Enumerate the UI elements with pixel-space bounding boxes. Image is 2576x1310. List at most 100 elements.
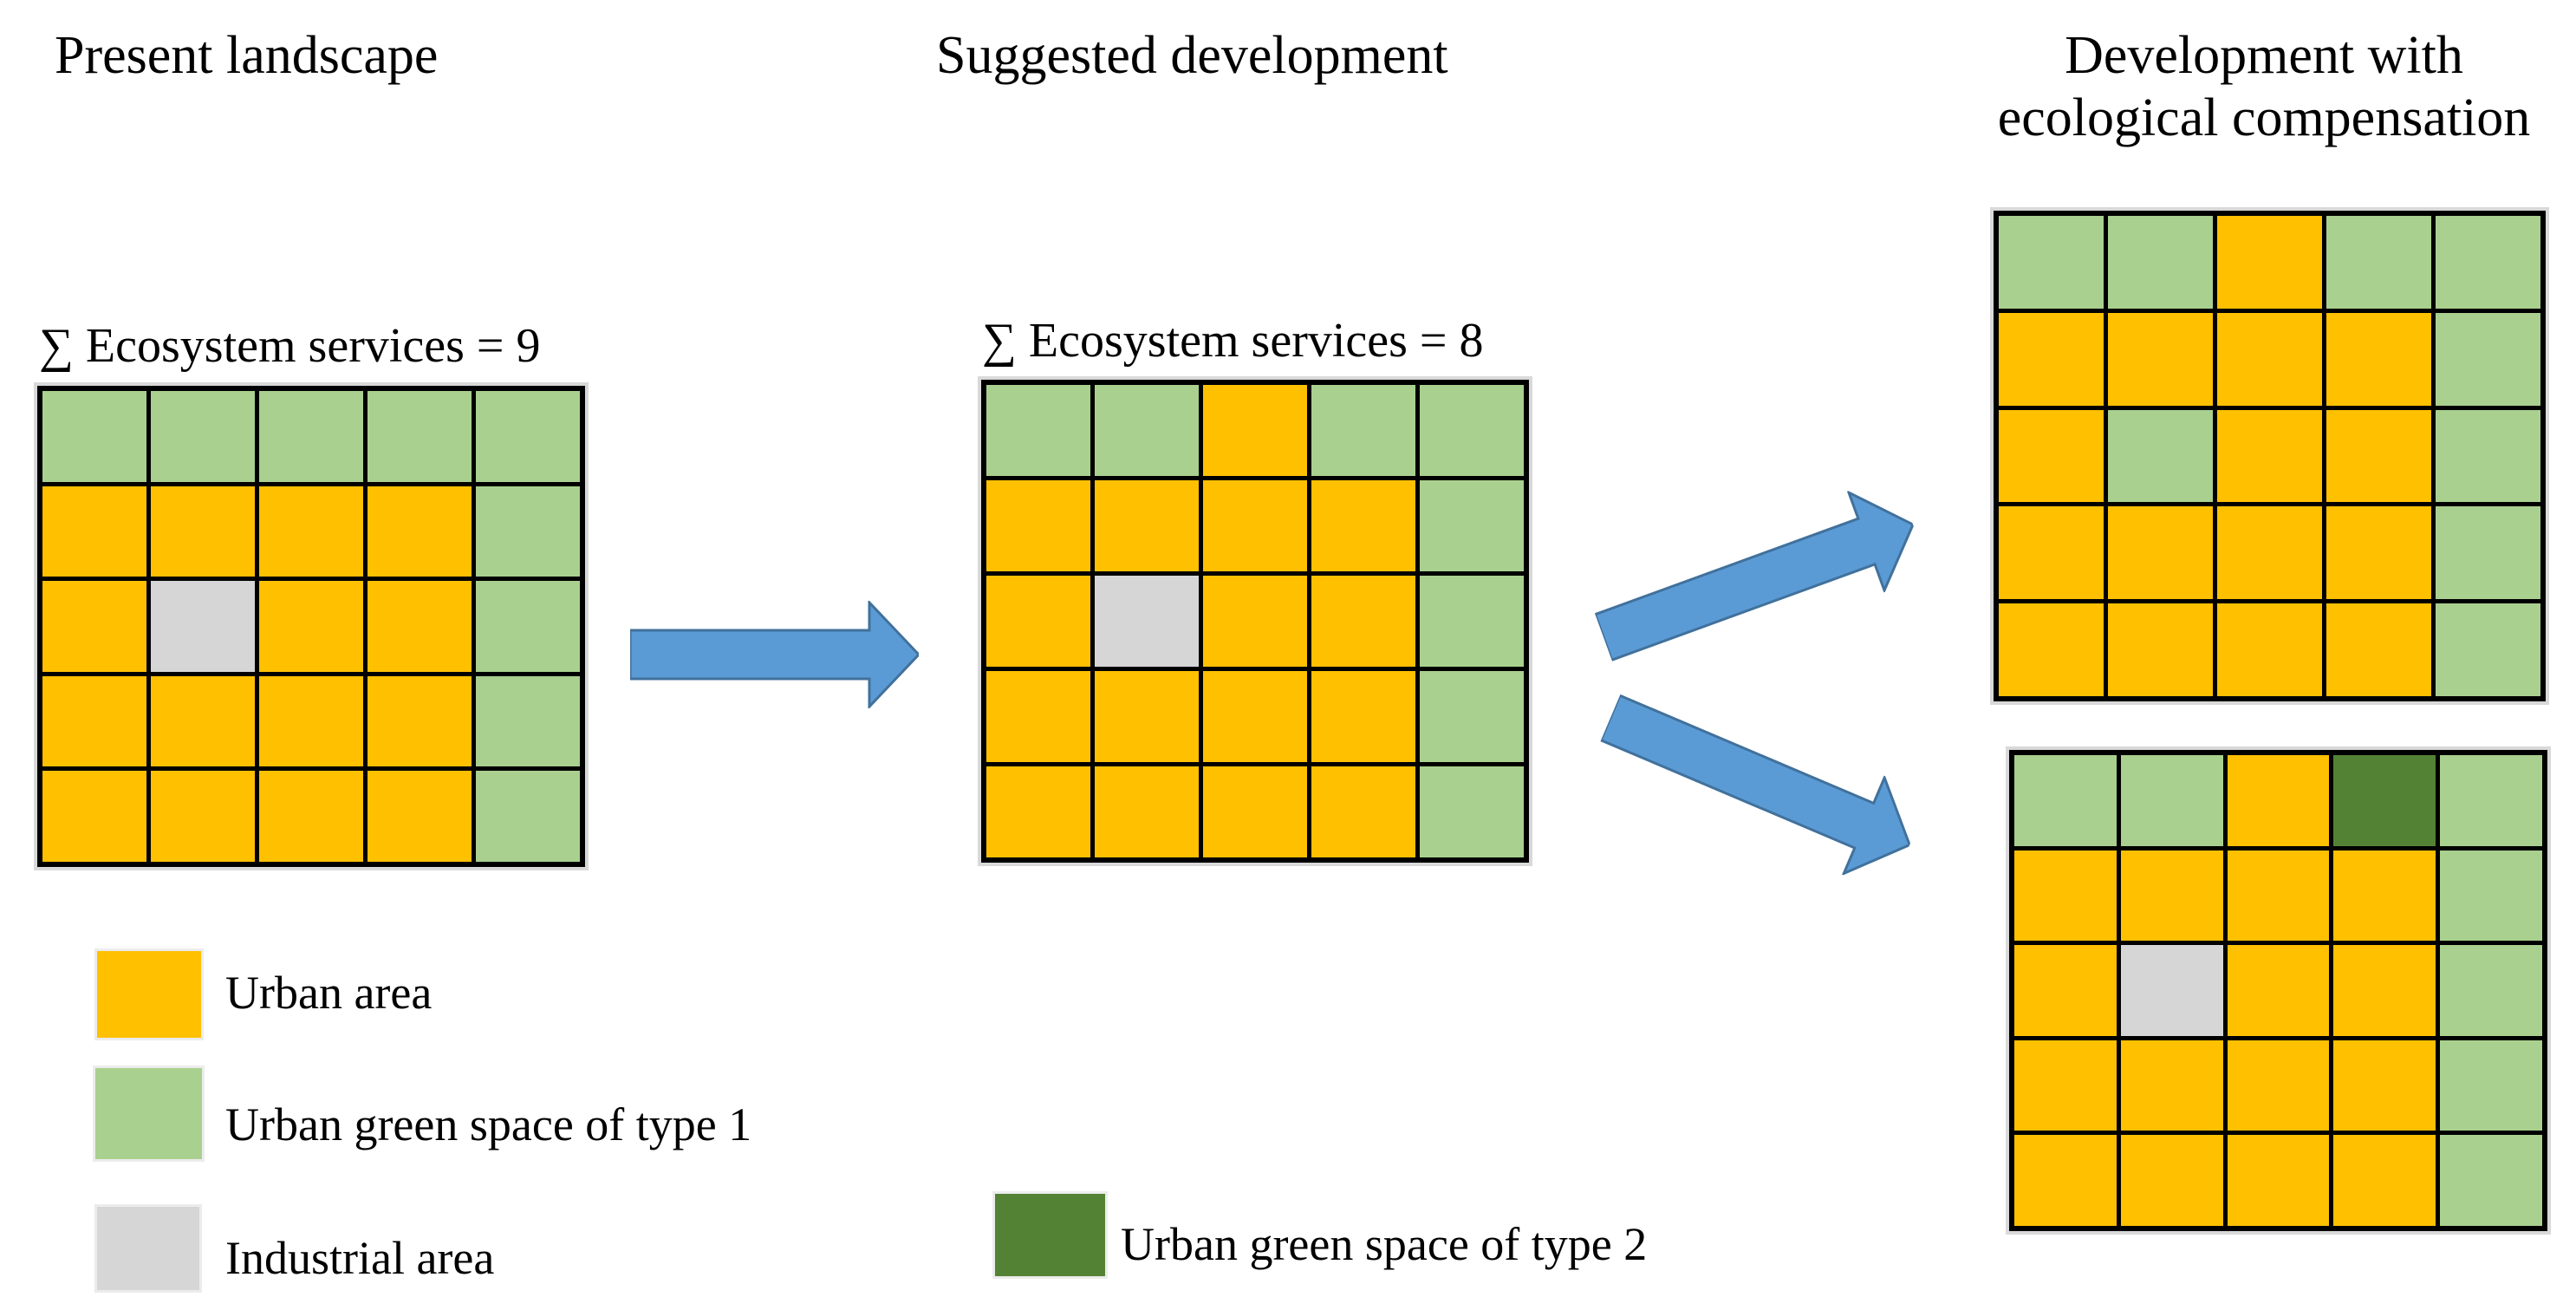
grid-cell-urban	[1203, 671, 1307, 762]
grid-cell-green1	[2120, 755, 2223, 846]
grid-cell-urban	[2120, 1135, 2223, 1226]
legend-label-industrial-area: Industrial area	[225, 1232, 495, 1284]
grid-cell-urban	[2333, 945, 2436, 1036]
title-suggested-development: Suggested development	[936, 26, 1448, 85]
legend-swatch-urban-green-type2	[995, 1194, 1105, 1276]
title-present-landscape: Present landscape	[55, 26, 439, 85]
grid-compensation-option-1	[1994, 211, 2546, 701]
legend-swatch-urban-area	[97, 951, 201, 1038]
grid-cell-urban	[1311, 671, 1415, 762]
grid-cell-industrial	[151, 581, 255, 672]
grid-cell-urban	[2333, 850, 2436, 942]
grid-cell-urban	[1203, 766, 1307, 857]
grid-cell-urban	[2326, 603, 2431, 696]
grid-cell-green1	[1420, 576, 1524, 667]
grid-cell-urban	[1095, 480, 1199, 571]
grid-cell-industrial	[1095, 576, 1199, 667]
grid-cell-urban	[259, 675, 363, 767]
grid-cell-urban	[2120, 850, 2223, 942]
grid-cell-green1	[2436, 506, 2540, 600]
grid-cell-urban	[368, 771, 472, 862]
grid-cell-green1	[151, 391, 255, 482]
grid-cell-green1	[2108, 409, 2213, 503]
grid-cell-urban	[986, 671, 1090, 762]
grid-cell-urban	[2333, 1135, 2436, 1226]
grid-cell-green1	[42, 391, 146, 482]
legend-swatch-industrial-area	[97, 1207, 199, 1290]
grid-cell-green1	[1311, 385, 1415, 476]
legend-label-urban-green-type2: Urban green space of type 2	[1121, 1218, 1648, 1270]
grid-cell-urban	[2217, 409, 2322, 503]
grid-cell-urban	[2217, 603, 2322, 696]
grid-cell-urban	[2108, 312, 2213, 406]
grid-cell-urban	[1095, 671, 1199, 762]
legend-label-urban-area: Urban area	[225, 967, 433, 1019]
grid-cell-urban	[2227, 850, 2330, 942]
grid-cell-green1	[1420, 385, 1524, 476]
grid-cell-urban	[2217, 506, 2322, 600]
grid-cell-urban	[2227, 1135, 2330, 1226]
grid-cell-urban	[1999, 506, 2104, 600]
grid-cell-urban	[2217, 312, 2322, 406]
grid-cell-green1	[2440, 1135, 2542, 1226]
grid-cell-urban	[1999, 603, 2104, 696]
grid-cell-green1	[1420, 766, 1524, 857]
arrow-shape	[1593, 490, 1916, 662]
grid-cell-urban	[2227, 1040, 2330, 1131]
grid-cell-urban	[2014, 1135, 2117, 1226]
grid-compensation-option-2	[2009, 750, 2547, 1231]
grid-cell-green1	[476, 771, 580, 862]
grid-cell-urban	[42, 581, 146, 672]
grid-cell-green1	[2326, 216, 2431, 309]
ecosystem-services-label-present: ∑ Ecosystem services = 9	[39, 319, 541, 373]
legend-swatch-urban-green-type1	[95, 1068, 202, 1159]
grid-cell-urban	[151, 771, 255, 862]
grid-cell-urban	[1311, 576, 1415, 667]
grid-cell-urban	[1311, 480, 1415, 571]
grid-cell-green1	[1999, 216, 2104, 309]
grid-cell-green1	[476, 675, 580, 767]
title-development-compensation-line1: Development with	[2065, 26, 2463, 85]
grid-cell-urban	[368, 581, 472, 672]
grid-cell-green1	[2108, 216, 2213, 309]
grid-cell-green1	[2436, 216, 2540, 309]
grid-cell-urban	[2014, 945, 2117, 1036]
grid-cell-green1	[368, 391, 472, 482]
grid-cell-urban	[1203, 576, 1307, 667]
grid-cell-green1	[986, 385, 1090, 476]
grid-cell-green1	[2436, 603, 2540, 696]
grid-cell-green1	[1095, 385, 1199, 476]
grid-cell-urban	[2108, 603, 2213, 696]
grid-cell-green1	[2014, 755, 2117, 846]
grid-cell-urban	[2014, 1040, 2117, 1131]
grid-cell-urban	[1999, 312, 2104, 406]
grid-cell-green1	[1420, 671, 1524, 762]
grid-cell-green1	[2436, 312, 2540, 406]
grid-present-landscape	[37, 386, 585, 867]
arrow-suggested-to-option1-icon	[1593, 490, 1916, 662]
grid-cell-urban	[1203, 385, 1307, 476]
grid-cell-green1	[476, 581, 580, 672]
grid-cell-urban	[2227, 945, 2330, 1036]
grid-cell-urban	[151, 486, 255, 577]
grid-cell-green2	[2333, 755, 2436, 846]
grid-cell-green1	[476, 391, 580, 482]
ecosystem-services-label-suggested: ∑ Ecosystem services = 8	[982, 314, 1484, 368]
grid-cell-urban	[42, 771, 146, 862]
grid-suggested-development	[981, 380, 1529, 863]
grid-cell-green1	[1420, 480, 1524, 571]
grid-cell-urban	[2227, 755, 2330, 846]
grid-cell-urban	[2217, 216, 2322, 309]
grid-cell-urban	[259, 581, 363, 672]
grid-cell-urban	[2014, 850, 2117, 942]
grid-cell-green1	[2440, 945, 2542, 1036]
grid-cell-urban	[1311, 766, 1415, 857]
grid-cell-urban	[42, 675, 146, 767]
grid-cell-urban	[986, 766, 1090, 857]
arrow-shape	[630, 601, 919, 708]
grid-cell-urban	[986, 480, 1090, 571]
grid-cell-green1	[476, 486, 580, 577]
grid-cell-industrial	[2120, 945, 2223, 1036]
grid-cell-urban	[368, 675, 472, 767]
arrow-suggested-to-option2-icon	[1599, 694, 1912, 877]
